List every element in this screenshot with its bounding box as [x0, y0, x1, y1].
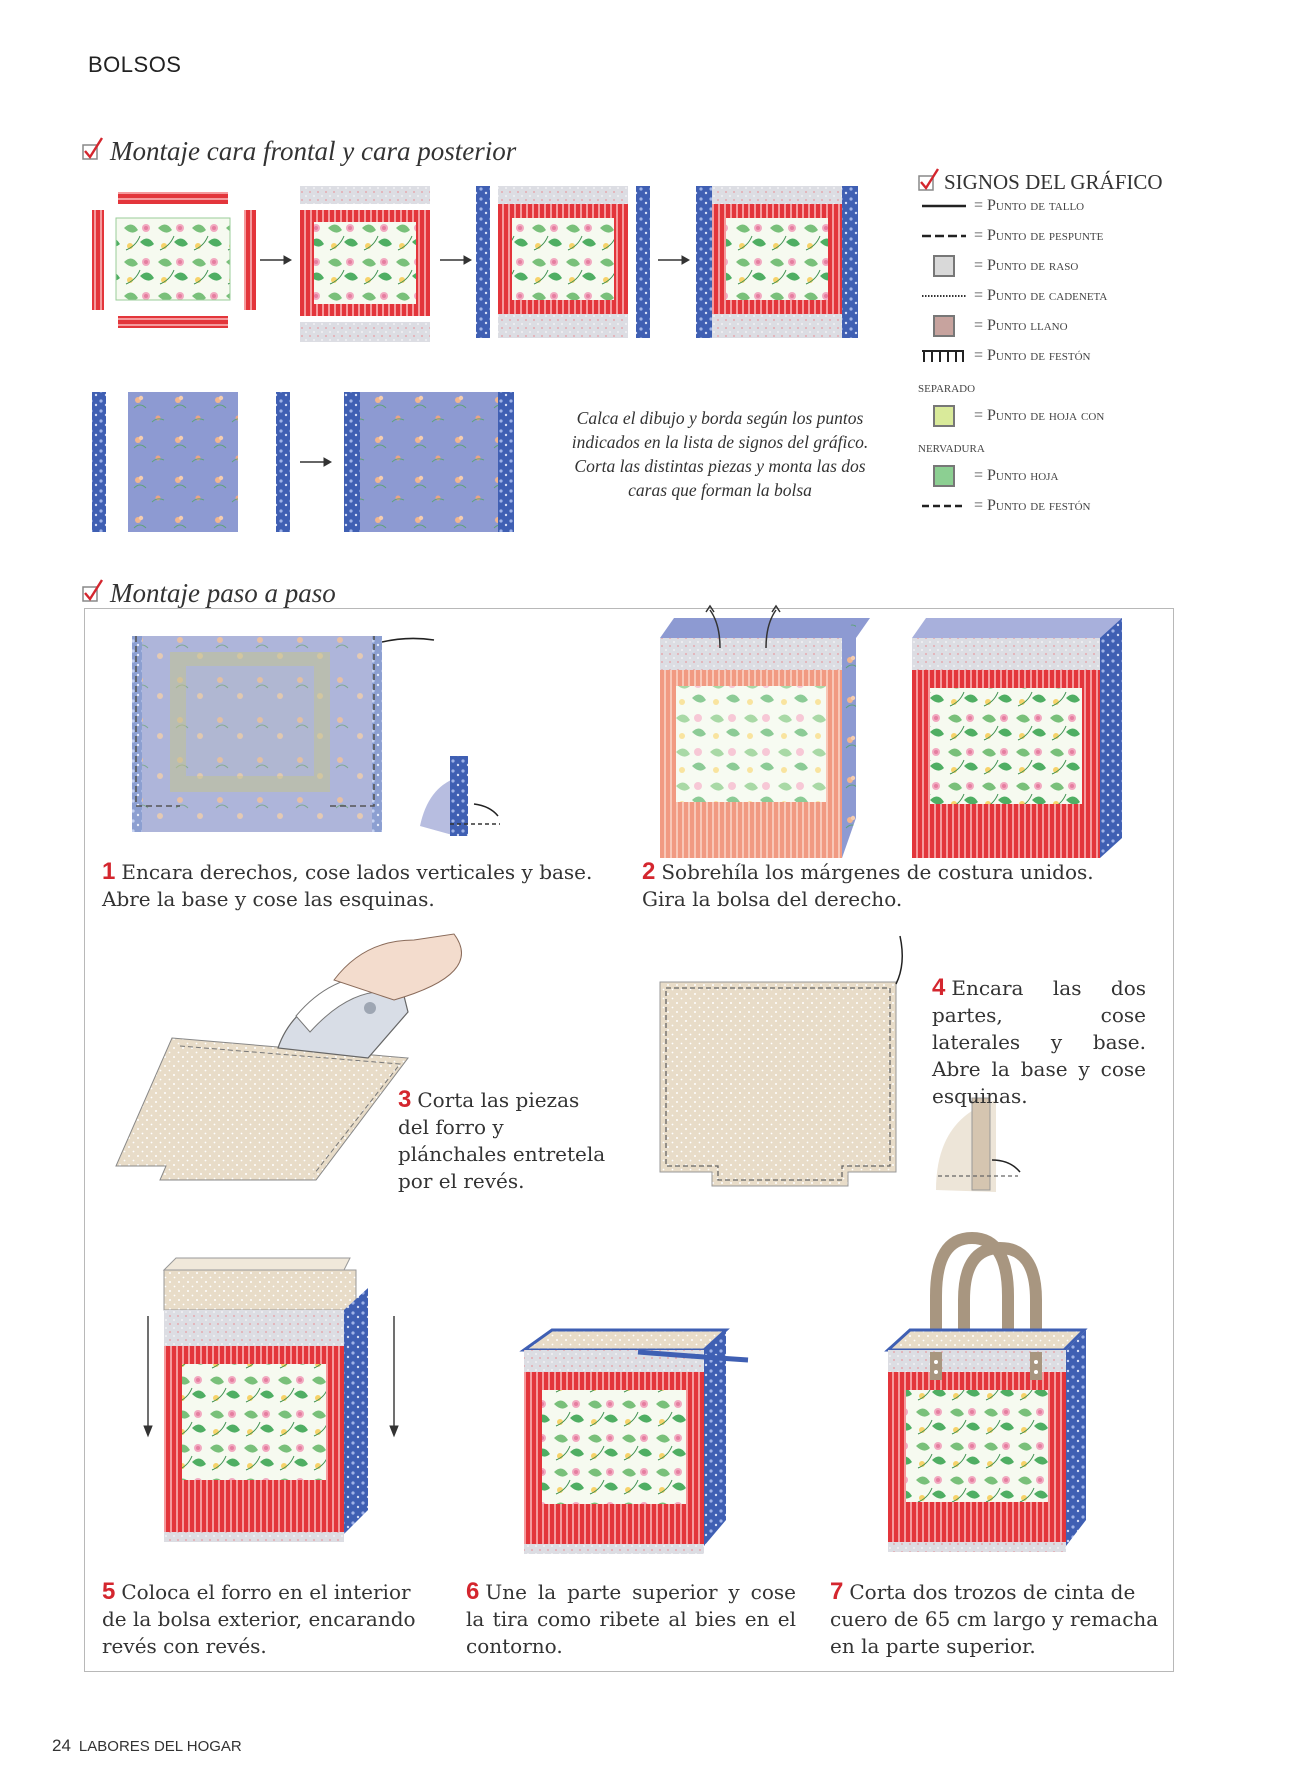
step-5-illustration — [143, 1257, 399, 1542]
stage-3-pieces — [476, 186, 650, 338]
arrow-icon — [300, 457, 333, 467]
legend-item: = Punto de pespunte — [918, 224, 1103, 248]
bag-inside-out — [660, 604, 870, 858]
arrow-icon — [658, 255, 691, 265]
comb-line-icon — [918, 344, 970, 368]
checkmark-icon — [918, 167, 940, 194]
wide-dashed-line-icon — [918, 494, 970, 518]
instruction-note: Calca el dibujo y borda según los puntos… — [571, 408, 869, 500]
magazine-name: LABORES DEL HOGAR — [78, 1738, 242, 1755]
legend-wrap-text: nervadura — [918, 440, 985, 456]
step-6-illustration — [519, 1328, 749, 1554]
bag-right-side-out — [912, 618, 1122, 858]
step-2-illustration — [660, 604, 1122, 858]
dotted-line-icon — [918, 284, 970, 308]
solid-line-icon — [918, 194, 970, 218]
legend-item: = Punto llano — [918, 314, 1068, 338]
legend-item: = Punto de festón — [918, 344, 1091, 368]
front-back-title: Montaje cara frontal y cara posterior — [110, 136, 517, 166]
front-assembly-diagram — [92, 186, 858, 342]
legend-item: = Punto de festón — [918, 494, 1091, 518]
legend-item: = Punto de hoja con — [918, 404, 1104, 428]
step-3-illustration — [115, 933, 462, 1181]
down-arrow-icon — [389, 1316, 399, 1438]
legend-item: = Punto hoja — [918, 464, 1058, 488]
iron-icon — [277, 933, 462, 1059]
legend-title: SIGNOS DEL GRÁFICO — [918, 167, 1163, 195]
gray-swatch-icon — [933, 255, 955, 277]
legend-wrap-text: separado — [918, 380, 976, 396]
arrow-icon — [260, 255, 293, 265]
steps-heading: Montaje paso a paso — [82, 578, 336, 609]
arrow-icon — [440, 255, 473, 265]
steps-panel — [84, 608, 1174, 1672]
dashed-line-icon — [918, 224, 970, 248]
front-back-heading: Montaje cara frontal y cara posterior — [82, 136, 516, 167]
stage-1-pieces — [92, 192, 256, 328]
legend-item: = Punto de tallo — [918, 194, 1084, 218]
stage-4-pieces — [696, 186, 858, 338]
checkmark-icon — [82, 578, 104, 605]
back-assembly-diagram — [92, 392, 514, 532]
step-1-illustration — [132, 636, 500, 836]
legend-item: = Punto de raso — [918, 254, 1078, 278]
mauve-swatch-icon — [933, 315, 955, 337]
stage-2-pieces — [300, 186, 430, 342]
page-footer: 24 LABORES DEL HOGAR — [52, 1736, 242, 1756]
step-4-illustration — [659, 935, 1021, 1192]
steps-title: Montaje paso a paso — [110, 578, 336, 608]
page-number: 24 — [52, 1736, 71, 1755]
legend-item: = Punto de cadeneta — [918, 284, 1107, 308]
step-7-illustration — [884, 1231, 1088, 1552]
green-swatch-icon — [933, 465, 955, 487]
section-label: BOLSOS — [88, 52, 182, 77]
checkmark-icon — [82, 136, 104, 163]
lime-swatch-icon — [933, 405, 955, 427]
down-arrow-icon — [143, 1316, 153, 1438]
